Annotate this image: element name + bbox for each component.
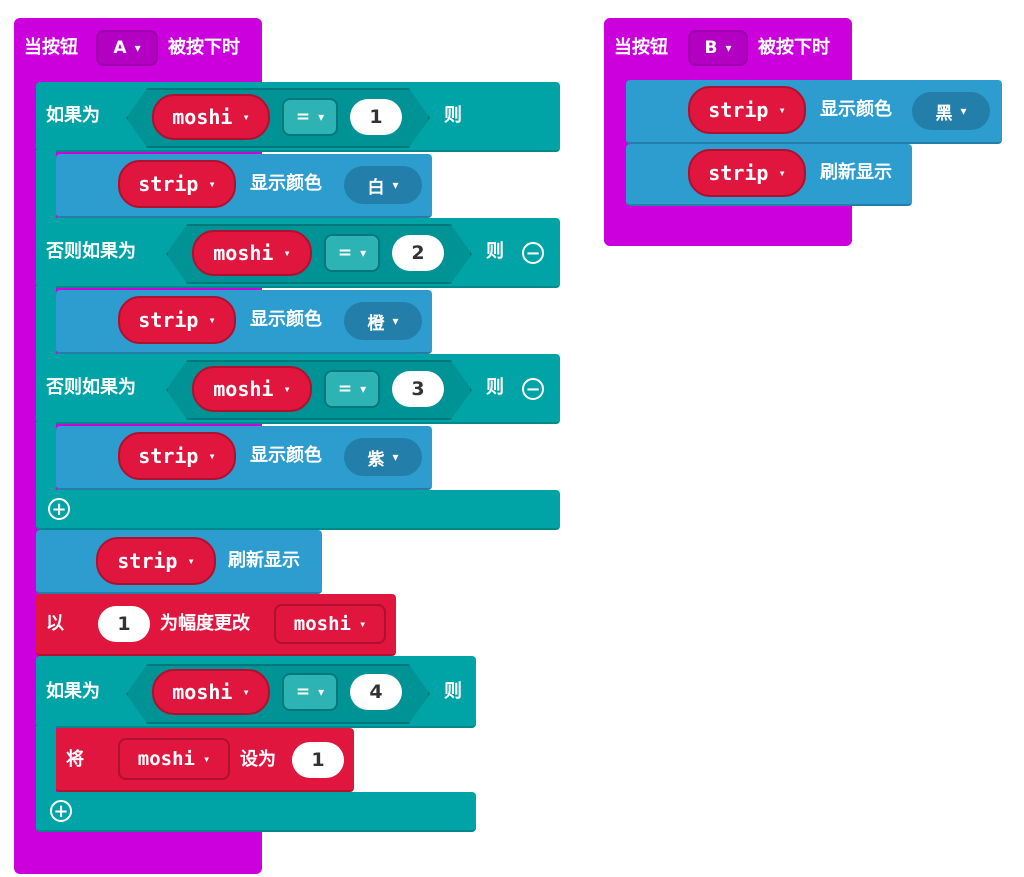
strip-var-pill-b1[interactable]: strip▾ xyxy=(688,86,806,134)
if-block-1-footer xyxy=(36,490,560,530)
value-input-2[interactable]: 2 xyxy=(392,235,444,271)
strip-var-pill-4[interactable]: strip▾ xyxy=(96,537,216,585)
change-mid-label: 为幅度更改 xyxy=(160,613,250,634)
add-branch-icon-1[interactable]: + xyxy=(48,498,70,520)
value-input-3[interactable]: 3 xyxy=(392,371,444,407)
color-dropdown-white[interactable]: 白▾ xyxy=(344,166,422,204)
change-by-label: 以 xyxy=(46,613,64,634)
show-color-label-b: 显示颜色 xyxy=(820,99,892,120)
then-label-2: 则 xyxy=(486,241,504,262)
if-block-2-footer xyxy=(36,792,476,832)
refresh-label-a: 刷新显示 xyxy=(228,550,300,571)
strip-var-pill-2[interactable]: strip▾ xyxy=(118,296,236,344)
color-dropdown-purple[interactable]: 紫▾ xyxy=(344,438,422,476)
moshi-var-pill-1[interactable]: moshi▾ xyxy=(152,94,270,140)
if-branch-rail-2 xyxy=(36,286,56,356)
set-to-label: 设为 xyxy=(240,749,276,770)
show-color-label-1: 显示颜色 xyxy=(250,173,322,194)
if-label: 如果为 xyxy=(46,105,100,126)
change-variable-dropdown[interactable]: moshi▾ xyxy=(274,604,386,644)
event-a-label-prefix: 当按钮 xyxy=(24,37,78,58)
show-color-label-3: 显示颜色 xyxy=(250,445,322,466)
if-branch-rail-4 xyxy=(36,726,56,796)
set-value-input[interactable]: 1 xyxy=(292,742,344,778)
strip-var-pill-b2[interactable]: strip▾ xyxy=(688,149,806,197)
if-branch-rail-3 xyxy=(36,422,56,492)
strip-var-pill-3[interactable]: strip▾ xyxy=(118,432,236,480)
operator-dropdown-3[interactable]: =▾ xyxy=(324,370,380,408)
remove-branch-icon-3[interactable]: − xyxy=(522,378,544,400)
moshi-var-pill-4[interactable]: moshi▾ xyxy=(152,669,270,715)
set-label: 将 xyxy=(66,749,84,770)
operator-dropdown-1[interactable]: =▾ xyxy=(282,98,338,136)
strip-var-pill-1[interactable]: strip▾ xyxy=(118,160,236,208)
refresh-label-b: 刷新显示 xyxy=(820,162,892,183)
operator-dropdown-4[interactable]: =▾ xyxy=(282,673,338,711)
color-dropdown-orange[interactable]: 橙▾ xyxy=(344,302,422,340)
event-a-label-suffix: 被按下时 xyxy=(168,37,240,58)
value-input-1[interactable]: 1 xyxy=(350,99,402,135)
event-b-label-prefix: 当按钮 xyxy=(614,37,668,58)
moshi-var-pill-2[interactable]: moshi▾ xyxy=(192,230,312,276)
operator-dropdown-2[interactable]: =▾ xyxy=(324,234,380,272)
button-b-dropdown[interactable]: B▾ xyxy=(688,30,748,66)
if-branch-rail-1 xyxy=(36,150,56,220)
if-label-2: 如果为 xyxy=(46,681,100,702)
color-dropdown-black[interactable]: 黑▾ xyxy=(912,92,990,130)
value-input-4[interactable]: 4 xyxy=(350,674,402,710)
change-amount-input[interactable]: 1 xyxy=(98,606,150,642)
then-label-4: 则 xyxy=(444,681,462,702)
moshi-var-pill-3[interactable]: moshi▾ xyxy=(192,366,312,412)
show-color-label-2: 显示颜色 xyxy=(250,309,322,330)
button-a-dropdown[interactable]: A▾ xyxy=(96,30,158,66)
add-branch-icon-2[interactable]: + xyxy=(50,800,72,822)
set-variable-dropdown[interactable]: moshi▾ xyxy=(118,738,230,780)
remove-branch-icon-2[interactable]: − xyxy=(522,242,544,264)
event-b-label-suffix: 被按下时 xyxy=(758,37,830,58)
then-label-3: 则 xyxy=(486,377,504,398)
then-label-1: 则 xyxy=(444,105,462,126)
elseif-label-2: 否则如果为 xyxy=(46,241,136,262)
elseif-label-3: 否则如果为 xyxy=(46,377,136,398)
